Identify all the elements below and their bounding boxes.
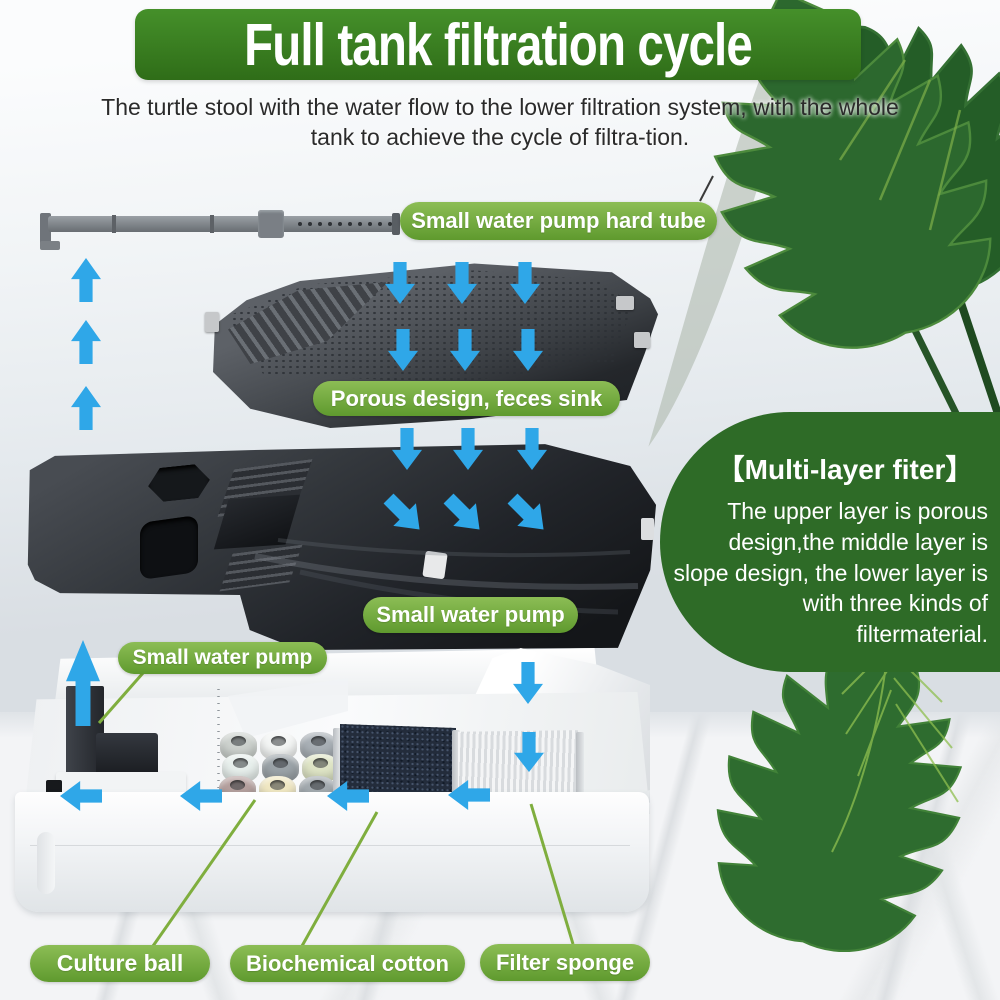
page-subtitle: The turtle stool with the water flow to … (101, 94, 899, 151)
media-rail (333, 728, 341, 818)
tube-end-cap (392, 213, 400, 235)
tube-elbow (40, 213, 51, 249)
tube-collar (258, 210, 284, 238)
tube-body (48, 216, 396, 232)
tank-front-wall (15, 792, 649, 912)
slope-tray-rect-hole (140, 514, 198, 581)
callout-hard-tube: Small water pump hard tube (400, 202, 717, 240)
tube-joint (210, 215, 214, 233)
info-panel-body: The upper layer is porous design,the mid… (673, 498, 989, 648)
tray-clip (422, 550, 448, 580)
callout-biochemical-cotton: Biochemical cotton (230, 945, 465, 982)
tube-joint (112, 215, 116, 233)
info-panel (660, 412, 1000, 672)
title-banner (135, 9, 861, 80)
callout-small-water-pump-mid: Small water pump (363, 597, 578, 633)
callout-porous-design: Porous design, feces sink (313, 381, 620, 416)
tray-clip (205, 312, 219, 332)
media-rail (576, 732, 584, 812)
tube-elbow-foot (40, 241, 60, 250)
callout-small-water-pump-tank: Small water pump (118, 642, 327, 674)
media-rail (452, 730, 460, 818)
tray-clip (616, 296, 634, 310)
tube-spray-holes (298, 220, 394, 228)
callout-filter-sponge: Filter sponge (480, 944, 650, 981)
page-title: Full tank filtration cycle (244, 12, 753, 79)
callout-culture-ball: Culture ball (30, 945, 210, 982)
info-panel-heading: 【Multi-layer fiter】 (716, 454, 974, 485)
tray-clip (634, 332, 650, 348)
tray-clip (641, 518, 654, 540)
tank-seam-line (30, 845, 630, 846)
tank-handle-recess (37, 832, 55, 894)
